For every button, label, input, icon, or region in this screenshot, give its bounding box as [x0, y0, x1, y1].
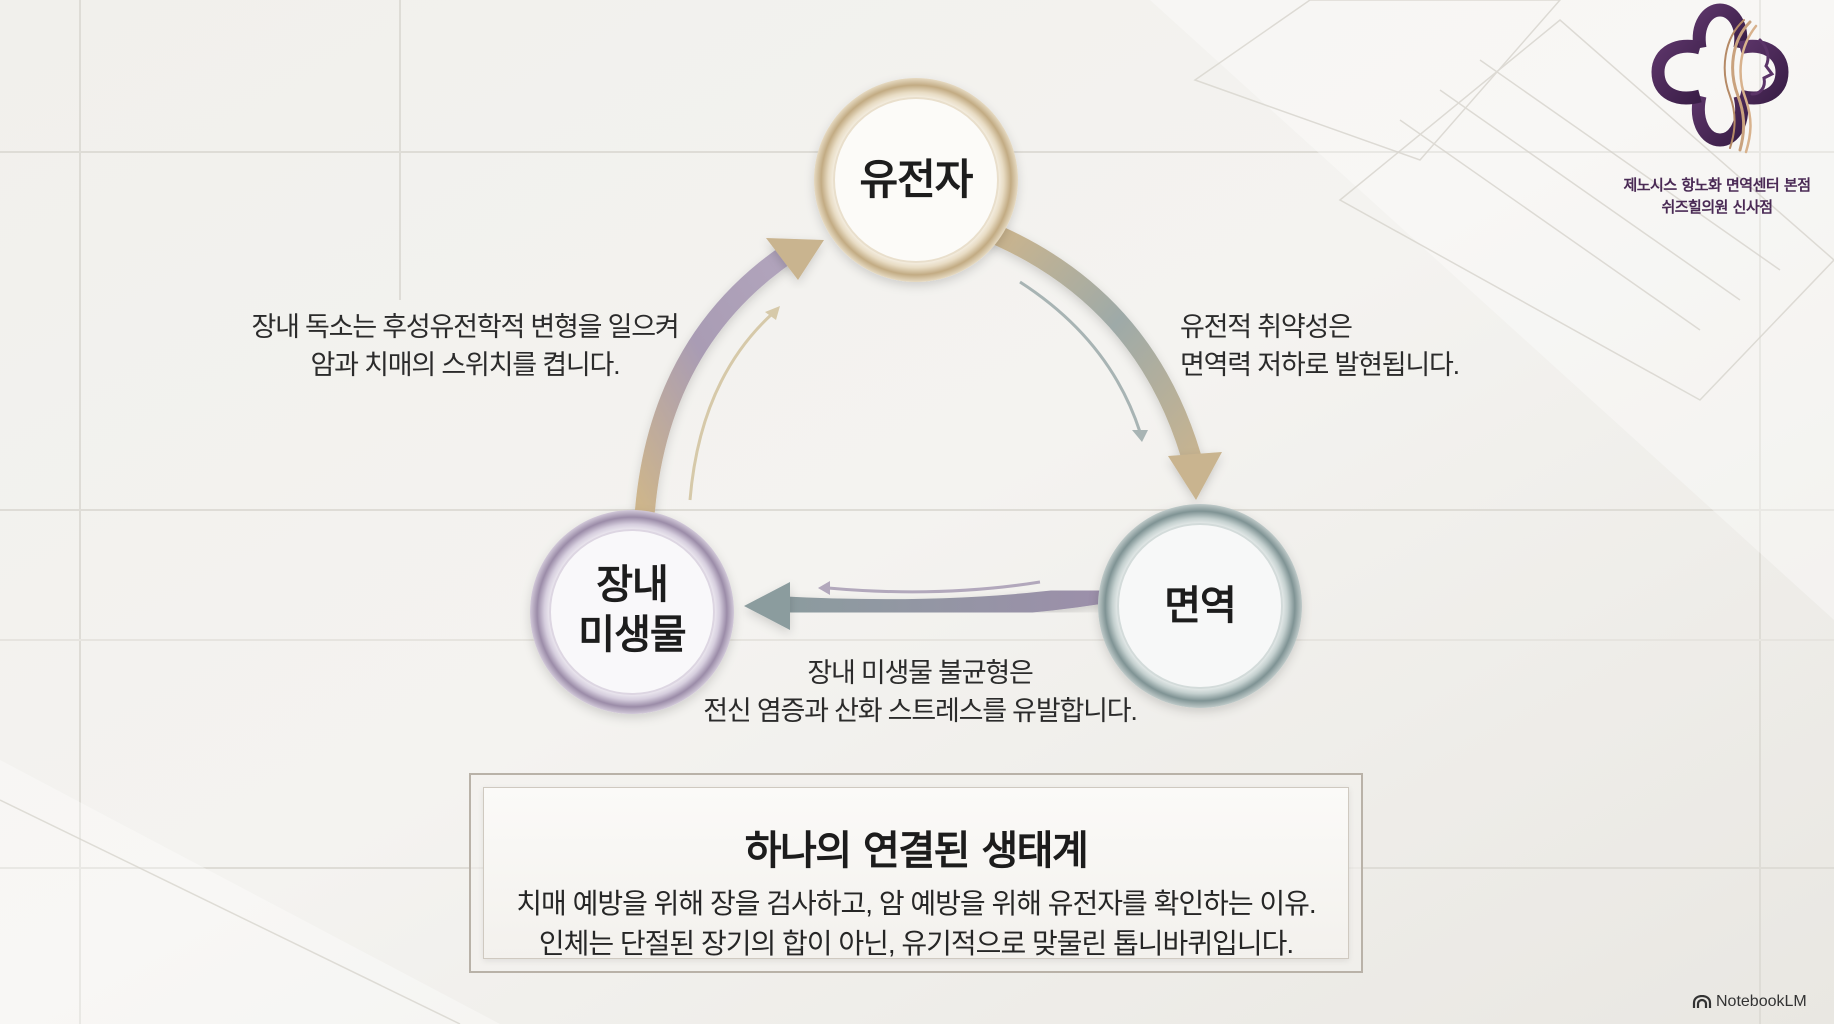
- summary-panel: 하나의 연결된 생태계 치매 예방을 위해 장을 검사하고, 암 예방을 위해 …: [469, 773, 1363, 973]
- node-gut-circle: [530, 510, 734, 714]
- caption-immune-to-gut: 장내 미생물 불균형은 전신 염증과 산화 스트레스를 유발합니다.: [680, 654, 1160, 730]
- logo-text-line-1: 제노시스 항노화 면역센터 본점: [1623, 176, 1811, 194]
- node-immune-circle: [1098, 504, 1302, 708]
- watermark-text: NotebookLM: [1716, 993, 1807, 1010]
- arrow-immune-to-gut: [744, 580, 1110, 630]
- caption-gut-to-gene-line-2: 암과 치매의 스위치를 켭니다.: [310, 350, 621, 380]
- notebooklm-icon: [1692, 995, 1712, 1008]
- summary-inner-panel: 하나의 연결된 생태계 치매 예방을 위해 장을 검사하고, 암 예방을 위해 …: [483, 787, 1349, 959]
- summary-line-2: 인체는 단절된 장기의 합이 아닌, 유기적으로 맞물린 톱니바퀴입니다.: [538, 928, 1294, 959]
- node-label-immune-line: 면역: [1164, 583, 1237, 629]
- caption-gene-to-immune: 유전적 취약성은 면역력 저하로 발현됩니다.: [1180, 308, 1460, 384]
- node-label-gene: 유전자: [816, 155, 1016, 205]
- caption-immune-to-gut-line-1: 장내 미생물 불균형은: [807, 658, 1034, 688]
- node-label-gene-line: 유전자: [859, 155, 974, 204]
- node-label-gut-line-2: 미생물: [578, 612, 686, 658]
- arrow-gut-to-gene: [635, 238, 824, 520]
- node-label-immune: 면역: [1100, 581, 1300, 631]
- caption-immune-to-gut-line-2: 전신 염증과 산화 스트레스를 유발합니다.: [703, 696, 1138, 726]
- summary-line-1: 치매 예방을 위해 장을 검사하고, 암 예방을 위해 유전자를 확인하는 이유…: [516, 888, 1316, 919]
- summary-title: 하나의 연결된 생태계: [744, 828, 1089, 874]
- cross-face-logo-icon: [1651, 3, 1789, 154]
- notebooklm-watermark: NotebookLM: [1692, 993, 1807, 1011]
- caption-gene-to-immune-line-1: 유전적 취약성은: [1180, 312, 1353, 342]
- caption-gut-to-gene: 장내 독소는 후성유전학적 변형을 일으켜 암과 치매의 스위치를 켭니다.: [250, 308, 680, 384]
- clinic-logo: [1600, 0, 1834, 230]
- arrow-gene-to-immune: [980, 222, 1222, 500]
- caption-gene-to-immune-line-2: 면역력 저하로 발현됩니다.: [1180, 350, 1460, 380]
- node-label-gut: 장내 미생물: [532, 560, 732, 660]
- logo-text-line-2: 쉬즈힐의원 신사점: [1661, 198, 1773, 216]
- caption-gut-to-gene-line-1: 장내 독소는 후성유전학적 변형을 일으켜: [251, 312, 679, 342]
- node-label-gut-line-1: 장내: [596, 562, 669, 608]
- node-gene-circle: [814, 78, 1018, 282]
